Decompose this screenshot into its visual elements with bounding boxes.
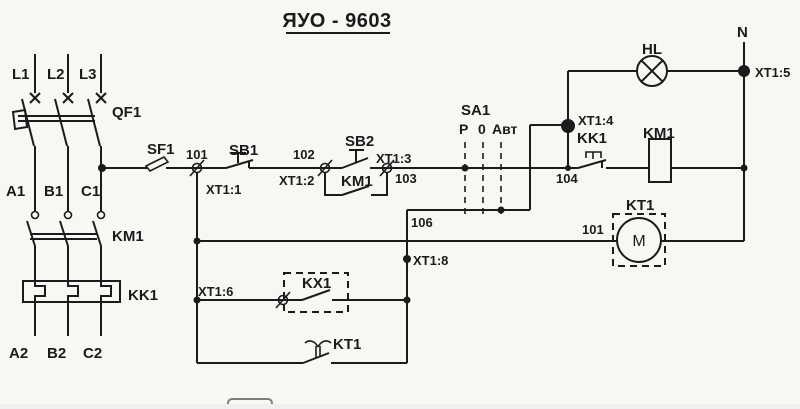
a1-label: A1 (6, 183, 25, 200)
sb2-label: SB2 (345, 133, 374, 150)
km1-power-label: KM1 (112, 228, 144, 245)
xt1-1-label: XT1:1 (206, 182, 241, 197)
hl-label: HL (642, 41, 662, 58)
sf1-label: SF1 (147, 141, 175, 158)
sb2-button-symbol (341, 149, 369, 169)
c2-label: C2 (83, 345, 102, 362)
wire-106-label: 106 (411, 215, 433, 230)
xt1-4-label: XT1:4 (578, 113, 614, 128)
diagram-title-block: ЯУО - 9603 (282, 10, 391, 34)
qf1-handle-icon (11, 108, 29, 131)
kt1-motor-label: KT1 (626, 197, 654, 214)
km1-coil-label: KM1 (643, 125, 675, 142)
sb1-button-symbol (225, 152, 254, 169)
kk1-power-label: KK1 (128, 287, 158, 304)
page-title: ЯУО - 9603 (282, 10, 391, 32)
xt1-5-terminal-icon (738, 65, 750, 77)
power-section: L1 L2 L3 QF1 A1 B1 C1 (6, 54, 158, 362)
xt1-8-terminal-icon (403, 255, 411, 263)
phase-l3-label: L3 (79, 66, 97, 83)
sa1-pos-hand-label: Р (459, 121, 468, 137)
kk1-contact-symbol (577, 151, 607, 169)
neutral-label: N (737, 24, 748, 41)
sa1-pos-off-label: 0 (478, 121, 486, 137)
xt1-6-label: XT1:6 (198, 284, 233, 299)
km1-main-contacts-symbol (26, 210, 106, 281)
sa1-selector-symbol (464, 142, 502, 219)
phase-mid-lines (34, 146, 102, 211)
xt1-5-label: XT1:5 (755, 65, 790, 80)
motor-letter: M (632, 233, 645, 250)
kt1-motor-symbol (612, 213, 666, 267)
c1-label: C1 (81, 183, 100, 200)
kk1-heater-icon (34, 281, 46, 302)
bottom-edge-artifact (227, 398, 273, 409)
wire-101-motor-label: 101 (582, 222, 604, 237)
kt1-contact-symbol (302, 340, 332, 364)
b1-label: B1 (44, 183, 63, 200)
feeder-lines (34, 54, 102, 93)
sb1-label: SB1 (229, 142, 258, 159)
xt1-8-label: XT1:8 (413, 253, 448, 268)
kk1-contact-label: KK1 (577, 130, 607, 147)
xt1-2-terminal-icon (317, 159, 333, 177)
kx1-label: KX1 (302, 275, 331, 292)
a2-label: A2 (9, 345, 28, 362)
xt1-4-terminal-icon (561, 119, 575, 133)
b2-label: B2 (47, 345, 66, 362)
km1-aux-label: KM1 (341, 173, 373, 190)
kk1-thermal-relay-symbol (22, 280, 121, 336)
wire-104-label: 104 (556, 171, 578, 186)
hl-lamp-icon (636, 55, 668, 87)
wire-101-label: 101 (186, 147, 208, 162)
junction-dots (98, 164, 748, 304)
wire-103-label: 103 (395, 171, 417, 186)
wire-102-label: 102 (293, 147, 315, 162)
xt1-3-terminal-icon (379, 159, 395, 177)
qf1-breaker-symbol (11, 98, 101, 147)
sa1-label: SA1 (461, 102, 490, 119)
control-wires (102, 42, 745, 364)
sa1-pos-auto-label: Авт (492, 121, 518, 137)
km1-coil-symbol (648, 138, 672, 183)
qf1-label: QF1 (112, 104, 141, 121)
phase-l2-label: L2 (47, 66, 65, 83)
kt1-contact-label: KT1 (333, 336, 361, 353)
breaker-contact-cross-icon (29, 92, 107, 104)
xt1-3-label: XT1:3 (376, 151, 411, 166)
xt1-2-label: XT1:2 (279, 173, 314, 188)
phase-l1-label: L1 (12, 66, 30, 83)
km1-aux-contact-symbol (324, 173, 388, 196)
xt1-1-terminal-icon (189, 159, 205, 177)
kx1-contact-symbol (283, 272, 349, 313)
sf1-switch-symbol (144, 155, 170, 173)
